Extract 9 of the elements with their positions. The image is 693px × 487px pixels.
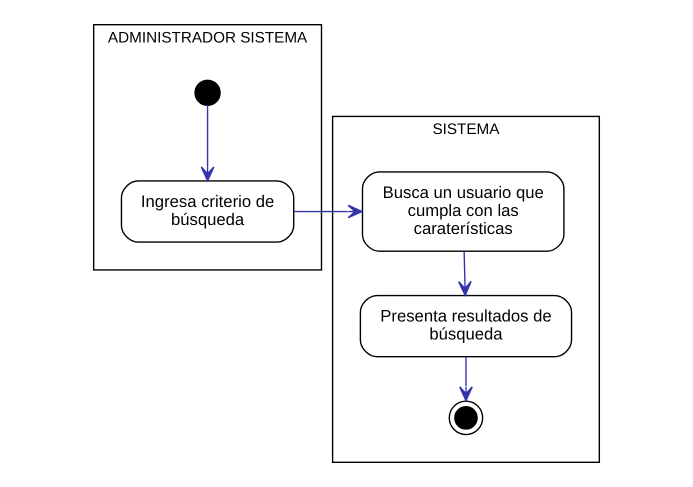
node-box: Presenta resultados de búsqueda: [360, 294, 572, 358]
node-box: Busca un usuario que cumpla con las caraterísticas: [362, 171, 565, 252]
node-circle: [194, 80, 221, 106]
arrow: [294, 204, 363, 218]
arrow: [458, 251, 472, 296]
node-bullseye: [448, 400, 484, 436]
arrow: [459, 357, 473, 402]
node-box: Ingresa criterio de búsqueda: [120, 180, 294, 243]
arrow: [200, 105, 215, 182]
